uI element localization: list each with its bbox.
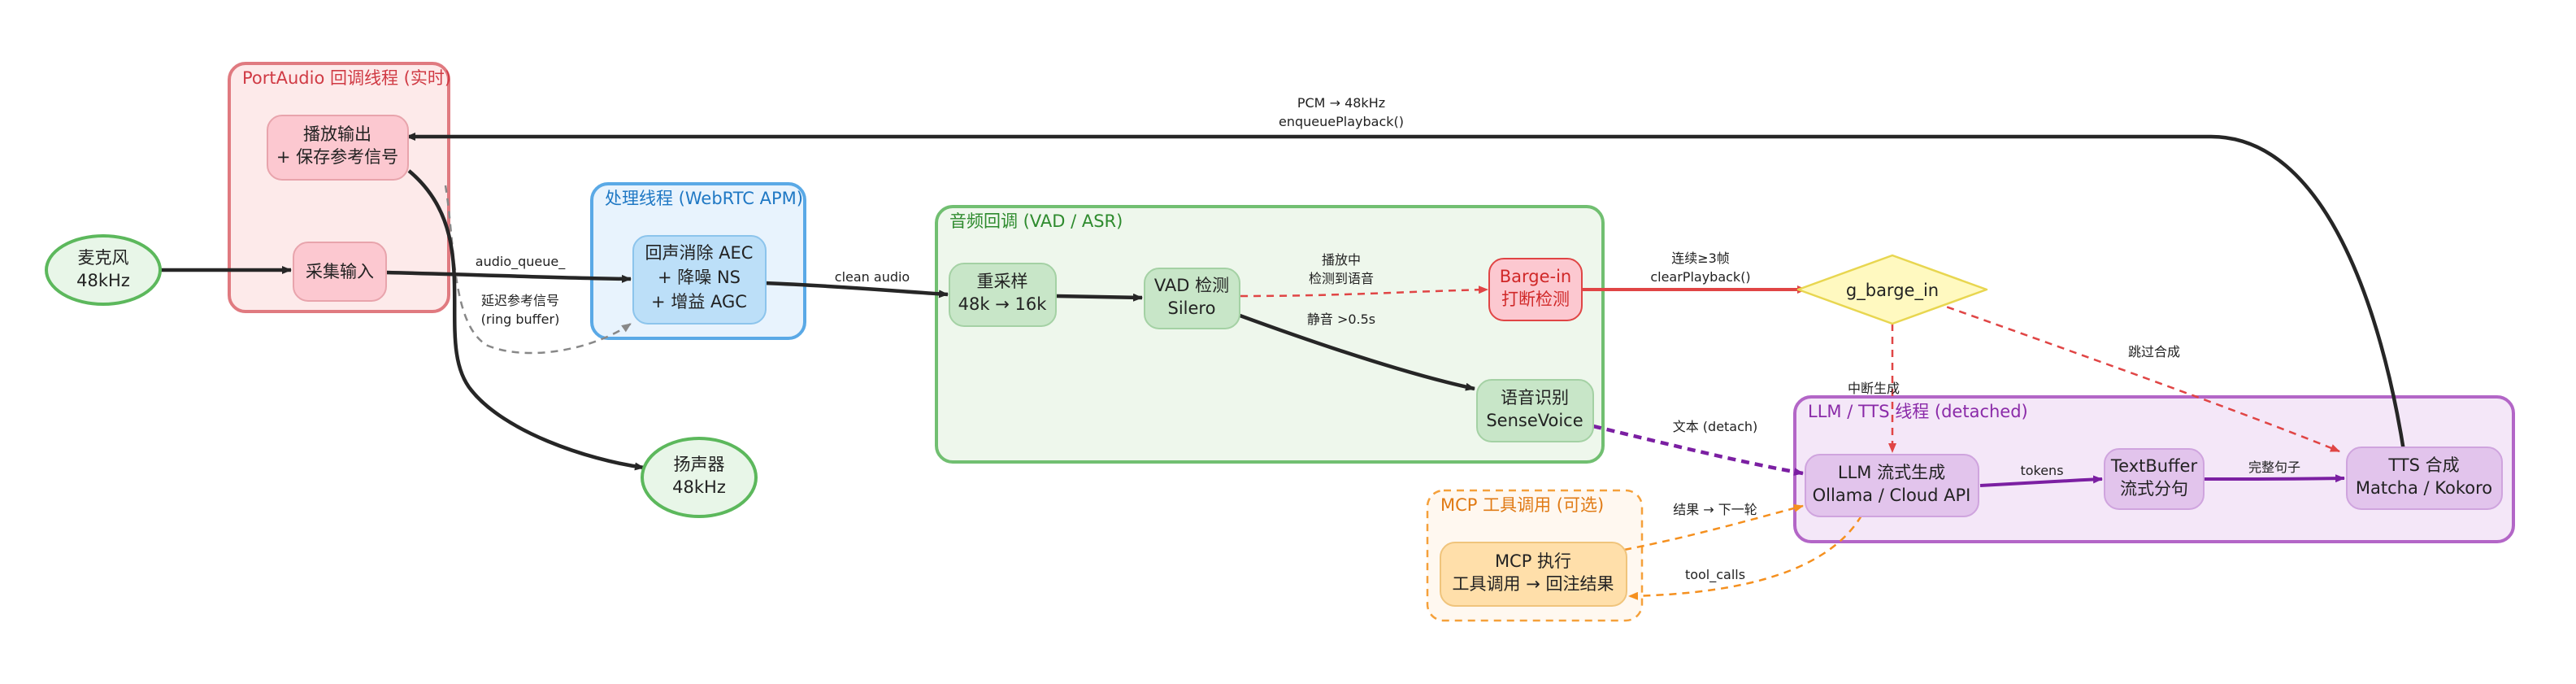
node-textbuf-line1: TextBuffer bbox=[2110, 456, 2198, 476]
edge-label-playback-aec-1: 延迟参考信号 bbox=[481, 293, 559, 308]
node-llm-line2: Ollama / Cloud API bbox=[1813, 486, 1971, 505]
node-textbuf: TextBuffer 流式分句 bbox=[2104, 448, 2205, 510]
edge-label-textbuf-tts: 完整句子 bbox=[2248, 460, 2300, 475]
node-resample-line1: 重采样 bbox=[977, 272, 1028, 291]
node-asr-line1: 语音识别 bbox=[1501, 388, 1569, 407]
edge-label-vad-bargein-1: 播放中 bbox=[1322, 252, 1361, 268]
node-playback: 播放输出 + 保存参考信号 bbox=[267, 115, 409, 181]
edge-aec-resample bbox=[763, 281, 949, 298]
edge-label-mcp-llm: 结果 → 下一轮 bbox=[1673, 502, 1757, 517]
node-speaker-line1: 扬声器 bbox=[674, 455, 725, 474]
edge-label-bargein-flag-2: clearPlayback() bbox=[1650, 269, 1750, 285]
node-bargein-line2: 打断检测 bbox=[1501, 290, 1570, 309]
edge-label-llm-textbuf: tokens bbox=[2020, 463, 2063, 478]
edge-label-vad-asr: 静音 >0.5s bbox=[1307, 312, 1375, 327]
edge-mcp-llm bbox=[1623, 503, 1804, 551]
node-mcp-exec-line1: MCP 执行 bbox=[1495, 551, 1571, 571]
edge-label-bargein-flag-1: 连续≥3帧 bbox=[1671, 251, 1730, 266]
cluster-vad-asr-title: 音频回调 (VAD / ASR) bbox=[949, 211, 1123, 231]
edge-vad-bargein bbox=[1240, 285, 1488, 298]
edge-playback-speaker bbox=[407, 169, 645, 471]
node-bargein-line1: Barge-in bbox=[1500, 267, 1572, 286]
edge-label-vad-bargein-2: 检测到语音 bbox=[1309, 271, 1374, 286]
node-capture: 采集输入 bbox=[293, 242, 387, 302]
edge-llm-textbuf bbox=[1979, 475, 2103, 487]
node-flag: g_barge_in bbox=[1796, 254, 1988, 325]
edge-asr-llm bbox=[1592, 424, 1804, 476]
edge-label-tts-playback-2: enqueuePlayback() bbox=[1279, 114, 1404, 129]
edge-resample-vad bbox=[1056, 293, 1143, 302]
edge-llm-mcp bbox=[1628, 515, 1863, 600]
node-vad-line1: VAD 检测 bbox=[1154, 276, 1229, 295]
node-speaker: 扬声器 48kHz bbox=[641, 437, 758, 518]
node-resample-line2: 48k → 16k bbox=[958, 294, 1048, 314]
edge-textbuf-tts bbox=[2204, 474, 2345, 483]
node-mcp-exec: MCP 执行 工具调用 → 回注结果 bbox=[1440, 542, 1627, 607]
node-tts-line1: TTS 合成 bbox=[2387, 455, 2459, 475]
edge-capture-aec bbox=[385, 270, 632, 283]
edge-label-aec-resample: clean audio bbox=[835, 269, 910, 285]
cluster-webrtc-title: 处理线程 (WebRTC APM) bbox=[605, 189, 803, 208]
node-llm-line1: LLM 流式生成 bbox=[1838, 463, 1945, 482]
cluster-portaudio-title: PortAudio 回调线程 (实时) bbox=[242, 68, 451, 88]
node-tts: TTS 合成 Matcha / Kokoro bbox=[2346, 447, 2503, 510]
cluster-llm-tts-title: LLM / TTS 线程 (detached) bbox=[1808, 402, 2028, 421]
edge-flag-tts bbox=[1934, 301, 2340, 453]
node-vad: VAD 检测 Silero bbox=[1144, 268, 1240, 329]
node-aec-line2: + 降噪 NS bbox=[658, 268, 741, 287]
node-asr: 语音识别 SenseVoice bbox=[1476, 379, 1594, 442]
node-aec: 回声消除 AEC + 降噪 NS + 增益 AGC bbox=[632, 235, 767, 325]
edge-vad-asr bbox=[1235, 312, 1475, 391]
node-mic: 麦克风 48kHz bbox=[45, 234, 162, 306]
edge-tts-playback bbox=[406, 133, 2407, 456]
node-aec-line1: 回声消除 AEC bbox=[645, 243, 754, 263]
cluster-vad-asr: 音频回调 (VAD / ASR) bbox=[935, 205, 1605, 464]
edge-label-tts-playback-1: PCM → 48kHz bbox=[1297, 95, 1385, 111]
node-playback-line2: + 保存参考信号 bbox=[276, 147, 398, 167]
node-flag-line1: g_barge_in bbox=[1846, 281, 1939, 301]
node-asr-line2: SenseVoice bbox=[1486, 411, 1583, 430]
edge-label-flag-llm: 中断生成 bbox=[1848, 381, 1900, 396]
edge-label-llm-mcp: tool_calls bbox=[1685, 567, 1745, 583]
node-resample: 重采样 48k → 16k bbox=[949, 263, 1057, 327]
node-tts-line2: Matcha / Kokoro bbox=[2356, 478, 2492, 498]
node-aec-line3: + 增益 AGC bbox=[651, 292, 747, 312]
node-vad-line2: Silero bbox=[1168, 298, 1216, 318]
cluster-mcp-title: MCP 工具调用 (可选) bbox=[1440, 495, 1604, 515]
node-mcp-exec-line2: 工具调用 → 回注结果 bbox=[1453, 574, 1614, 594]
edge-label-capture-aec: audio_queue_ bbox=[476, 254, 566, 270]
node-textbuf-line2: 流式分句 bbox=[2120, 479, 2188, 499]
edge-label-flag-tts: 跳过合成 bbox=[2128, 344, 2180, 359]
edge-label-playback-aec-2: (ring buffer) bbox=[481, 312, 560, 327]
node-mic-line1: 麦克风 bbox=[78, 248, 129, 268]
node-llm: LLM 流式生成 Ollama / Cloud API bbox=[1805, 454, 1979, 517]
edge-label-asr-llm: 文本 (detach) bbox=[1673, 419, 1758, 434]
node-bargein: Barge-in 打断检测 bbox=[1488, 258, 1583, 321]
node-speaker-line2: 48kHz bbox=[672, 477, 726, 497]
node-playback-line1: 播放输出 bbox=[303, 124, 371, 144]
node-mic-line2: 48kHz bbox=[76, 271, 130, 290]
node-capture-line1: 采集输入 bbox=[306, 262, 374, 281]
